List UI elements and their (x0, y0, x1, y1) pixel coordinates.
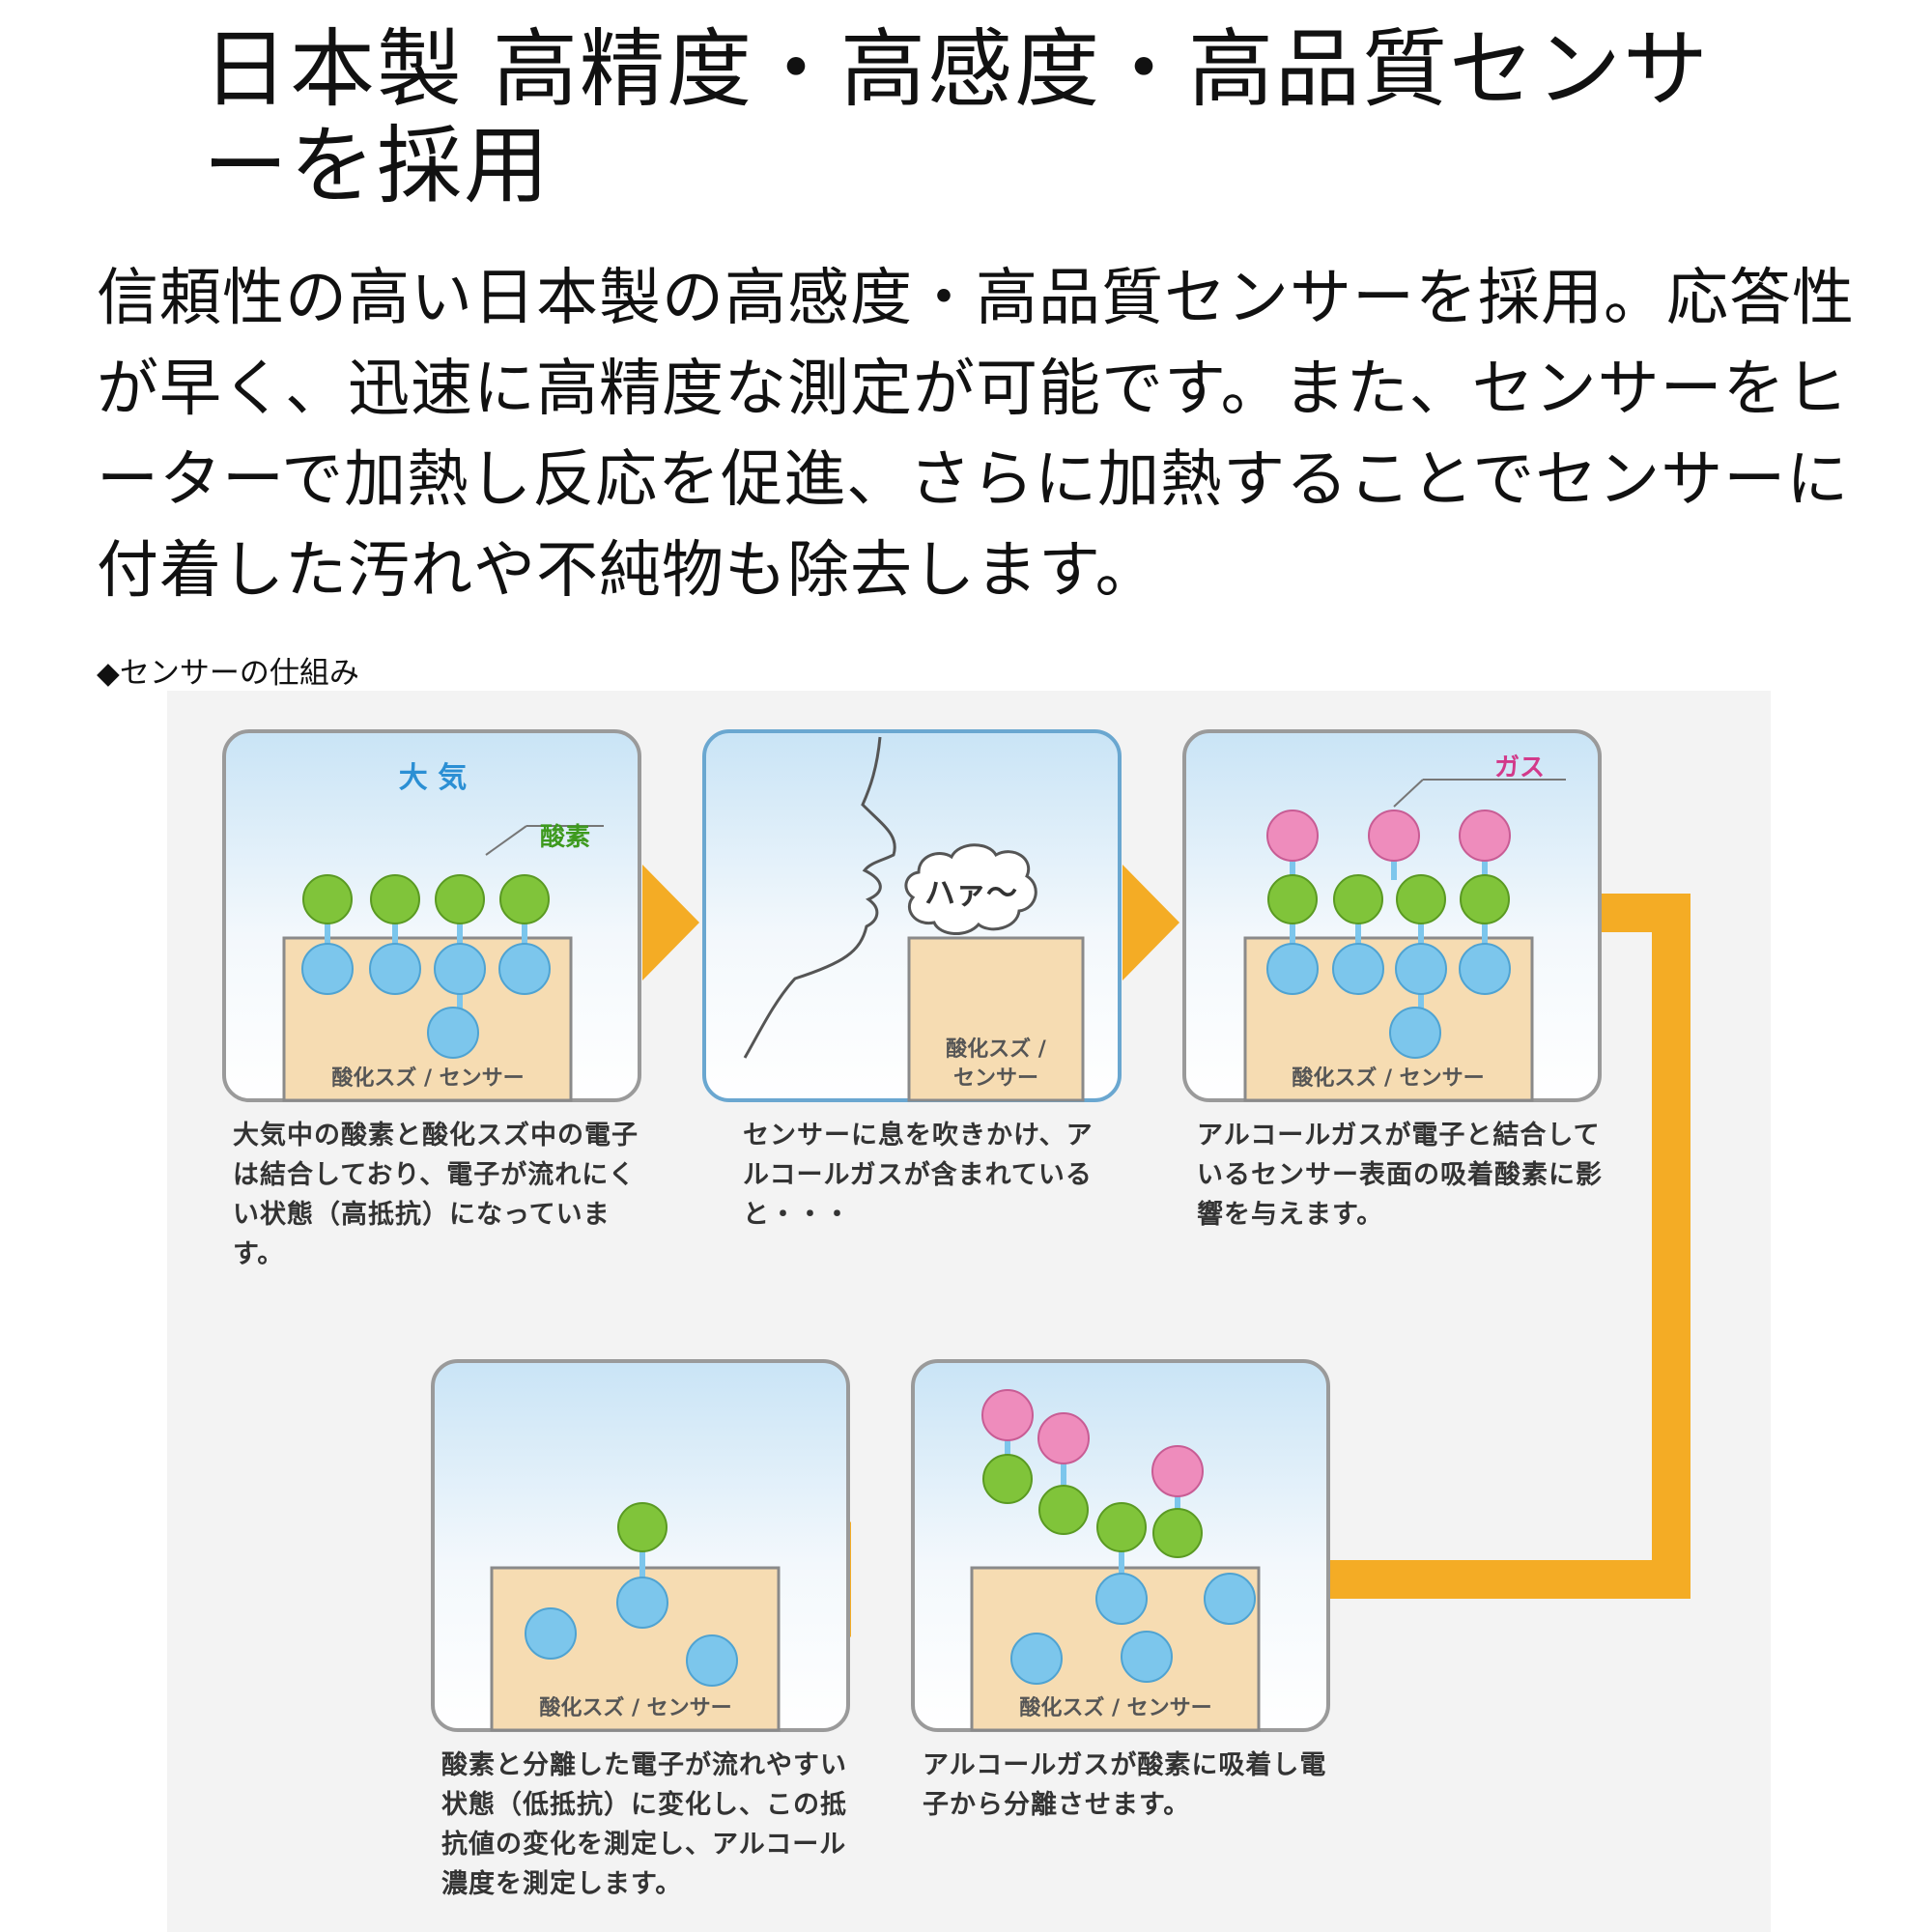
electron (427, 1007, 479, 1059)
oxygen-atom (499, 874, 550, 924)
panel-2: ハァ～ 酸化スズ / センサー (702, 729, 1122, 1102)
oxygen-atom (1333, 874, 1383, 924)
panel3-sensor-label: 酸化スズ / センサー (1292, 1065, 1484, 1091)
sensor-mechanism-diagram: 大 気 酸素 酸化スズ / センサー (167, 691, 1771, 1932)
panel1-sensor-label: 酸化スズ / センサー (331, 1065, 524, 1091)
electron (1010, 1633, 1063, 1685)
headline: 日本製 高精度・高感度・高品質センサーを採用 (203, 19, 1710, 215)
oxygen-atom (435, 874, 485, 924)
panel-4: 酸化スズ / センサー (911, 1359, 1330, 1732)
gas-molecule (1037, 1412, 1090, 1464)
electron (686, 1634, 738, 1687)
panel1-description: 大気中の酸素と酸化スズ中の電子は結合しており、電子が流れにくい状態（高抵抗）にな… (233, 1121, 639, 1269)
panel1-oxygen-label: 酸素 (540, 823, 590, 852)
panel2-sensor-label-2: センサー (953, 1066, 1038, 1091)
electron (369, 943, 421, 995)
electron (525, 1607, 577, 1660)
arrow-panel2-to-panel3 (1122, 865, 1179, 980)
face-profile-outline (743, 736, 896, 1059)
speech-bubble (904, 843, 1037, 935)
electron (1095, 1573, 1148, 1625)
panel4-sensor-label: 酸化スズ / センサー (1019, 1695, 1211, 1720)
panel3-description: アルコールガスが電子と結合しているセンサー表面の吸着酸素に影響を与えます。 (1197, 1121, 1603, 1230)
arrow-segment-horizontal (1295, 1560, 1690, 1599)
arrow-segment-vertical (1652, 894, 1690, 1599)
panel2-description: センサーに息を吹きかけ、アルコールガスが含まれていると・・・ (743, 1121, 1094, 1230)
electron (1395, 943, 1447, 995)
diagram-caption: ◆センサーの仕組み (97, 656, 359, 691)
speech-text: ハァ～ (924, 874, 1017, 911)
oxygen-atom (1267, 874, 1318, 924)
electron (434, 943, 486, 995)
panel-5: 酸化スズ / センサー (431, 1359, 850, 1732)
electron (616, 1577, 668, 1629)
electron (1389, 1007, 1441, 1059)
panel5-description: 酸素と分離した電子が流れやすい状態（低抵抗）に変化し、この抵抗値の変化を測定し、… (441, 1750, 847, 1899)
gas-molecule (1459, 810, 1511, 862)
lead-paragraph: 信頼性の高い日本製の高感度・高品質センサーを採用。応答性が早く、迅速に高精度な測… (97, 263, 1855, 607)
diagram-canvas: 大 気 酸素 酸化スズ / センサー (222, 729, 1690, 1732)
oxygen-atom (982, 1454, 1033, 1504)
electron (1459, 943, 1511, 995)
gas-molecule (1368, 810, 1420, 862)
electron (301, 943, 354, 995)
panel1-title: 大 気 (399, 761, 467, 795)
electron (1204, 1573, 1256, 1625)
oxygen-atom (302, 874, 353, 924)
electron (1266, 943, 1319, 995)
panel2-sensor-block (907, 936, 1085, 1102)
panel4-description: アルコールガスが酸素に吸着し電子から分離させます。 (923, 1750, 1327, 1820)
oxygen-atom (370, 874, 420, 924)
panel3-gas-label: ガス (1494, 753, 1545, 782)
oxygen-atom (1460, 874, 1510, 924)
panel-3: ガス 酸化スズ / センサー (1182, 729, 1602, 1102)
electron (498, 943, 551, 995)
gas-molecule (1266, 810, 1319, 862)
electron (1332, 943, 1384, 995)
oxygen-atom (1096, 1502, 1147, 1552)
electron (1121, 1631, 1173, 1683)
panel5-sensor-label: 酸化スズ / センサー (539, 1695, 731, 1720)
oxygen-atom (617, 1502, 668, 1552)
oxygen-atom (1396, 874, 1446, 924)
panel-1: 大 気 酸素 酸化スズ / センサー (222, 729, 641, 1102)
gas-molecule (1151, 1445, 1204, 1497)
panel2-sensor-label-1: 酸化スズ / (946, 1037, 1047, 1062)
oxygen-atom (1038, 1485, 1089, 1535)
arrow-panel1-to-panel2 (642, 865, 699, 980)
gas-molecule (981, 1389, 1034, 1441)
oxygen-atom (1152, 1508, 1203, 1558)
